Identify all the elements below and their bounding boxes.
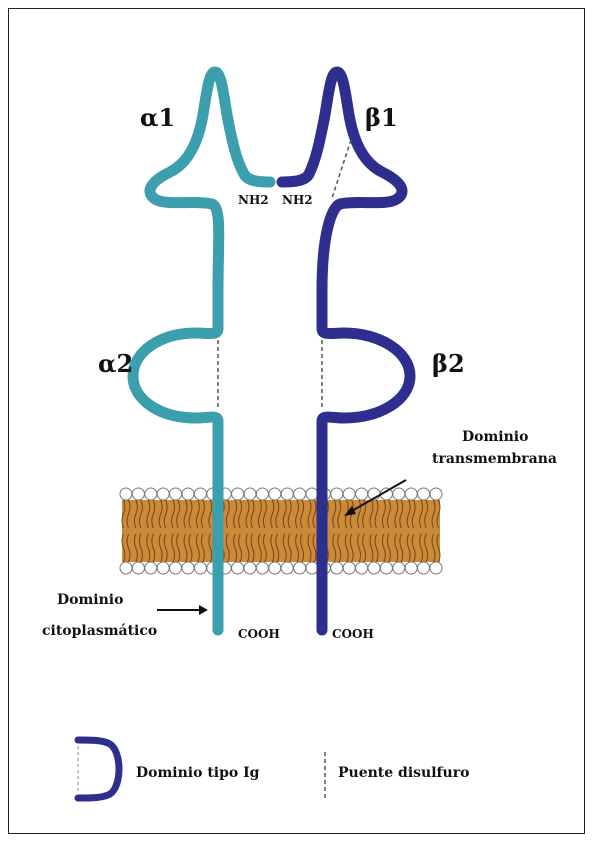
lipid-head <box>306 562 318 574</box>
lipid-head <box>331 488 343 500</box>
lipid-head <box>194 562 206 574</box>
legend-disulfide-label: Puente disulfuro <box>338 765 469 781</box>
lipid-head <box>380 562 392 574</box>
lipid-head <box>368 562 380 574</box>
lipid-head <box>157 562 169 574</box>
cytoplasmic-arrow <box>157 605 208 615</box>
lipid-head <box>405 562 417 574</box>
label-alpha1: α1 <box>140 103 175 132</box>
lipid-head <box>170 488 182 500</box>
lipid-bilayer <box>120 488 442 574</box>
lipid-head <box>405 488 417 500</box>
lipid-head <box>294 488 306 500</box>
lipid-head <box>145 562 157 574</box>
lipid-head <box>244 562 256 574</box>
lipid-heads-bottom <box>120 562 442 574</box>
lipid-head <box>232 562 244 574</box>
lipid-head <box>430 562 442 574</box>
lipid-head <box>281 562 293 574</box>
lipid-head <box>343 562 355 574</box>
label-nh2-right: NH2 <box>282 193 313 207</box>
lipid-head <box>132 562 144 574</box>
lipid-head <box>145 488 157 500</box>
label-alpha2: α2 <box>98 349 133 378</box>
membrane-core <box>122 500 440 562</box>
lipid-head <box>120 488 132 500</box>
lipid-head <box>418 562 430 574</box>
lipid-head <box>182 562 194 574</box>
lipid-head <box>430 488 442 500</box>
disulfide-bridge-beta1 <box>332 140 351 198</box>
lipid-head <box>256 488 268 500</box>
label-cooh-right: COOH <box>332 627 374 641</box>
legend: Dominio tipo Ig Puente disulfuro <box>78 740 469 800</box>
lipid-head <box>393 562 405 574</box>
label-transmembrane-line1: Dominio <box>462 429 528 445</box>
lipid-head <box>281 488 293 500</box>
lipid-head <box>393 488 405 500</box>
legend-ig-domain-label: Dominio tipo Ig <box>136 765 260 781</box>
lipid-head <box>170 562 182 574</box>
lipid-head <box>356 488 368 500</box>
lipid-head <box>232 488 244 500</box>
lipid-heads-top <box>120 488 442 500</box>
lipid-head <box>256 562 268 574</box>
label-cytoplasmic-line2: citoplasmático <box>42 623 157 639</box>
lipid-head <box>182 488 194 500</box>
lipid-head <box>343 488 355 500</box>
lipid-head <box>120 562 132 574</box>
label-transmembrane-line2: transmembrana <box>432 451 557 467</box>
lipid-head <box>418 488 430 500</box>
lipid-head <box>157 488 169 500</box>
label-cytoplasmic-line1: Dominio <box>57 592 123 608</box>
label-nh2-left: NH2 <box>238 193 269 207</box>
lipid-head <box>356 562 368 574</box>
legend-ig-domain-symbol <box>78 740 119 798</box>
label-beta1: β1 <box>365 103 398 132</box>
lipid-head <box>269 562 281 574</box>
lipid-head <box>269 488 281 500</box>
label-beta2: β2 <box>432 349 465 378</box>
label-cooh-left: COOH <box>238 627 280 641</box>
lipid-head <box>244 488 256 500</box>
lipid-head <box>331 562 343 574</box>
lipid-head <box>194 488 206 500</box>
lipid-head <box>132 488 144 500</box>
lipid-head <box>306 488 318 500</box>
lipid-head <box>294 562 306 574</box>
